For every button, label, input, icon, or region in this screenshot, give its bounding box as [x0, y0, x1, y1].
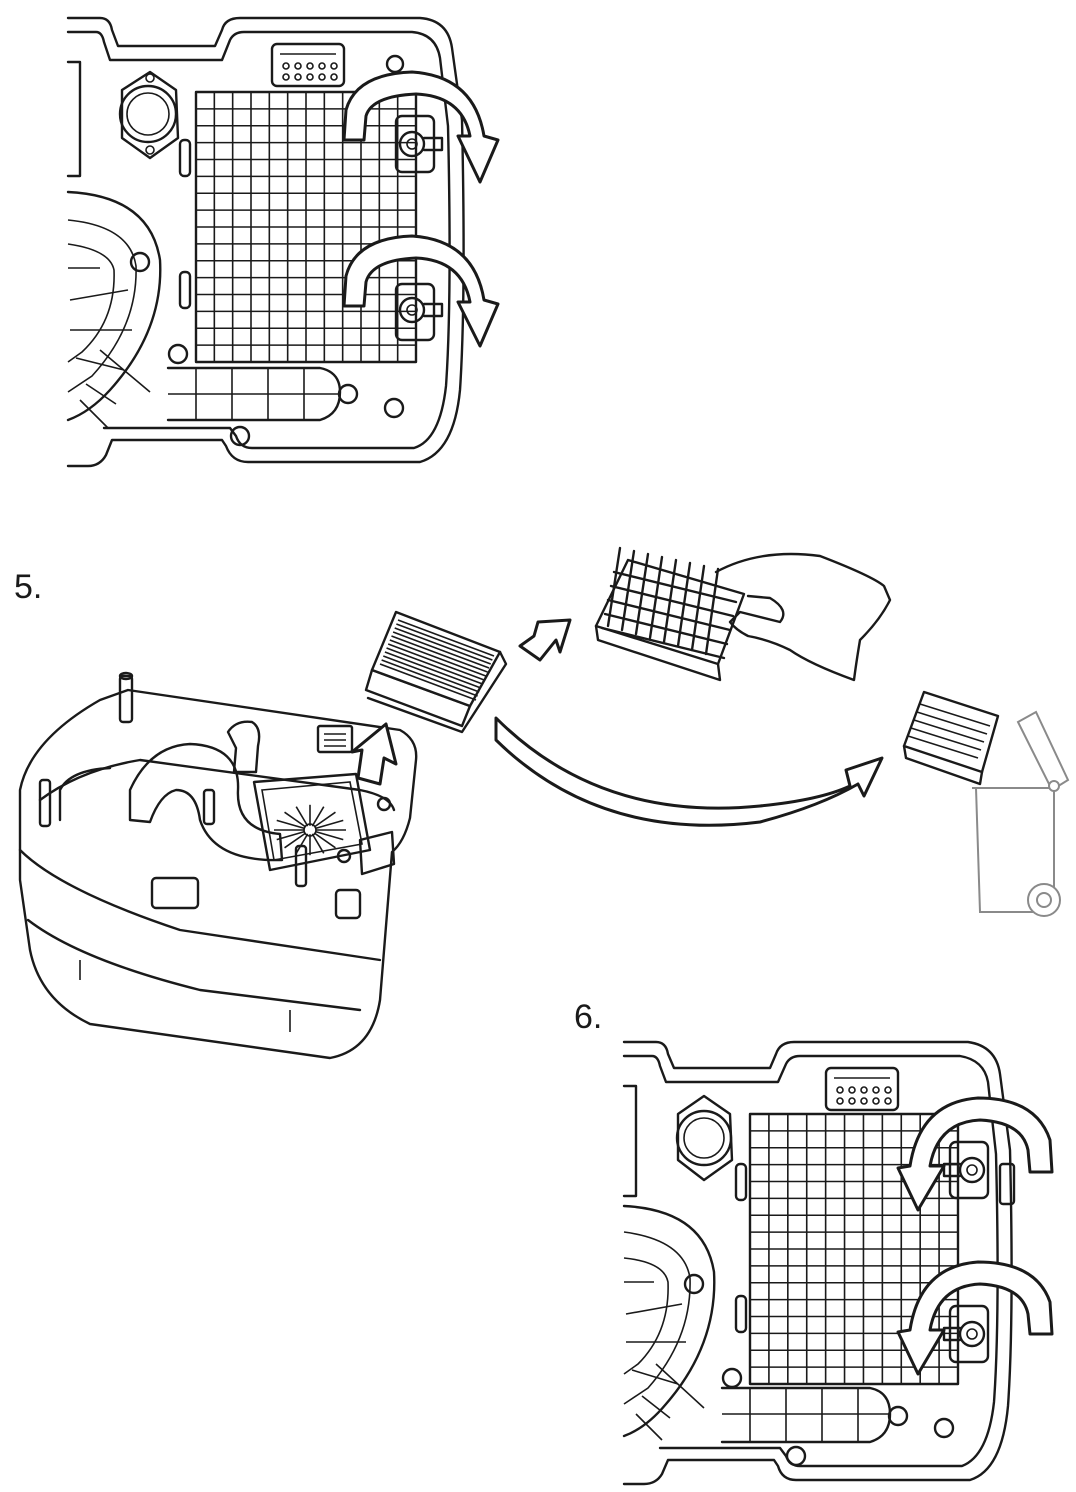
filter-out-arrow-icon [350, 722, 398, 786]
step-6-label: 6. [574, 998, 603, 1036]
latch-lower[interactable] [394, 282, 444, 342]
rotate-lock-arrow-icon [896, 1260, 1054, 1376]
filter-in-hand [594, 546, 892, 682]
disposed-filter [902, 690, 1000, 786]
clean-arrow-icon [518, 618, 572, 662]
removed-filter [364, 610, 508, 734]
rotate-unlock-arrow-icon [342, 234, 500, 348]
step-5-label: 5. [14, 568, 43, 606]
vacuum-base-top-view [66, 16, 500, 468]
rotate-lock-arrow-icon [896, 1096, 1054, 1212]
recycle-bin-icon [972, 710, 1070, 917]
dispose-arrow-icon [494, 716, 884, 827]
latch-upper[interactable] [942, 1140, 990, 1200]
vacuum-base-locking [622, 1040, 1054, 1486]
latch-upper[interactable] [394, 114, 444, 174]
latch-lower[interactable] [942, 1304, 990, 1364]
rotate-unlock-arrow-icon [342, 70, 500, 184]
vacuum-body-open [18, 671, 418, 1060]
